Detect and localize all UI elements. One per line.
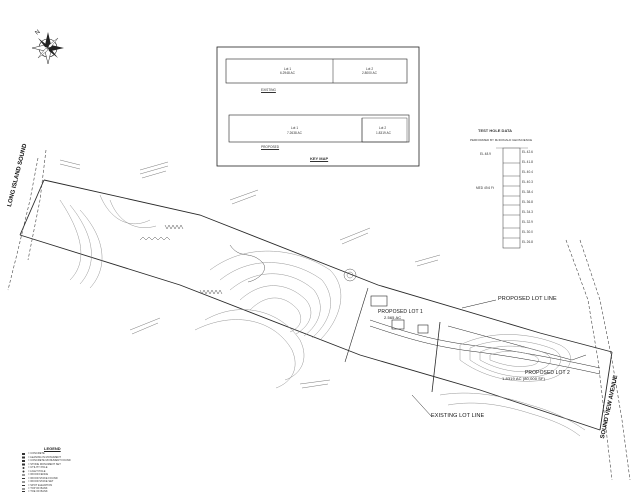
- key-map-proposed-lot-b-area: 1.8319 AC: [376, 131, 391, 135]
- test-hole-row: EL 30.0: [522, 230, 533, 234]
- vegetation-line: [139, 224, 357, 295]
- test-hole-row: EL 38.4: [522, 190, 533, 194]
- legend-row: = TOE OF BANK: [28, 490, 48, 493]
- key-map-proposed-label: PROPOSED: [261, 145, 280, 149]
- key-map: [216, 46, 420, 167]
- test-hole-row: EL 36.8: [522, 200, 533, 204]
- parcel-boundary: [19, 179, 613, 431]
- test-hole-left-2: MED 49.6 Ft: [476, 186, 494, 190]
- key-map-existing-label: EXISTING: [261, 88, 276, 92]
- key-map-existing-lot-a: Lot 1: [284, 67, 292, 71]
- existing-lot-line-label: EXISTING LOT LINE: [431, 413, 485, 419]
- legend-title: LEGEND: [44, 446, 61, 451]
- legend-row: = CONCRETE: [28, 452, 45, 455]
- test-hole-column: [496, 147, 528, 249]
- note-marks: [59, 159, 441, 389]
- test-hole-row: EL 42.6: [522, 150, 533, 154]
- legend-row: = LIGHT POLE: [28, 469, 46, 473]
- test-hole-subtitle: PERFORMED BY McDONALD GEOSCIENCE: [470, 138, 533, 142]
- legend-row: = TOP OF BANK: [28, 487, 48, 490]
- legend-symbols: [22, 453, 25, 492]
- legend-row: = WOOD STAKE SET: [28, 480, 54, 483]
- legend-row: = WOOD STAKE FOUND: [28, 476, 58, 480]
- legend-row: = WOOD FENCE: [28, 473, 49, 476]
- key-map-existing-lot-b: Lot 2: [366, 67, 374, 71]
- contour-lines: [59, 194, 586, 437]
- key-map-proposed-lot-a: Lot 1: [291, 126, 299, 130]
- legend-row: = SPOT ELEVATION: [28, 483, 53, 487]
- test-hole-row: EL 40.4: [522, 170, 533, 174]
- test-hole-row: EL 34.3: [522, 210, 533, 214]
- key-map-title: KEY MAP: [310, 156, 329, 161]
- test-hole-left-1: EL 48.9: [480, 152, 491, 156]
- svg-text:N: N: [34, 29, 41, 36]
- north-arrow-icon: N: [31, 29, 64, 65]
- proposed-lot-2-label: PROPOSED LOT 2: [525, 370, 570, 376]
- test-hole-row: EL 41.8: [522, 160, 533, 164]
- test-hole-row: EL 40.3: [522, 180, 533, 184]
- key-map-proposed-lot-a-area: 7.2638 AC: [287, 131, 302, 135]
- proposed-lot-line-label: PROPOSED LOT LINE: [498, 296, 557, 302]
- leader-lines: [411, 299, 497, 418]
- key-map-existing-lot-a-area: 6.2948 AC: [280, 71, 295, 75]
- legend-row: = STONE MONUMENT SET: [28, 462, 61, 466]
- shoreline-and-road: [7, 149, 631, 481]
- test-hole-row: EL 32.9: [522, 220, 533, 224]
- proposed-lot-1-label: PROPOSED LOT 1: [378, 309, 423, 315]
- proposed-lot-2-area: 1.8319 AC (80,000 SF): [502, 376, 546, 381]
- test-hole-row: EL 26.8: [522, 240, 533, 244]
- legend-row: = CONCRETE MONUMENT FOUND: [28, 459, 71, 462]
- key-map-proposed-lot-b: Lot 2: [379, 126, 387, 130]
- test-hole-title: TEST HOLE DATA: [478, 128, 513, 133]
- legend-row: = LEANING IN MONUMENT: [28, 455, 61, 459]
- key-map-existing-lot-b-area: 2.8000 AC: [362, 71, 377, 75]
- legend-row: = UTILITY POLE: [28, 466, 48, 469]
- proposed-lot-1-area: 2.565 AC: [384, 315, 402, 320]
